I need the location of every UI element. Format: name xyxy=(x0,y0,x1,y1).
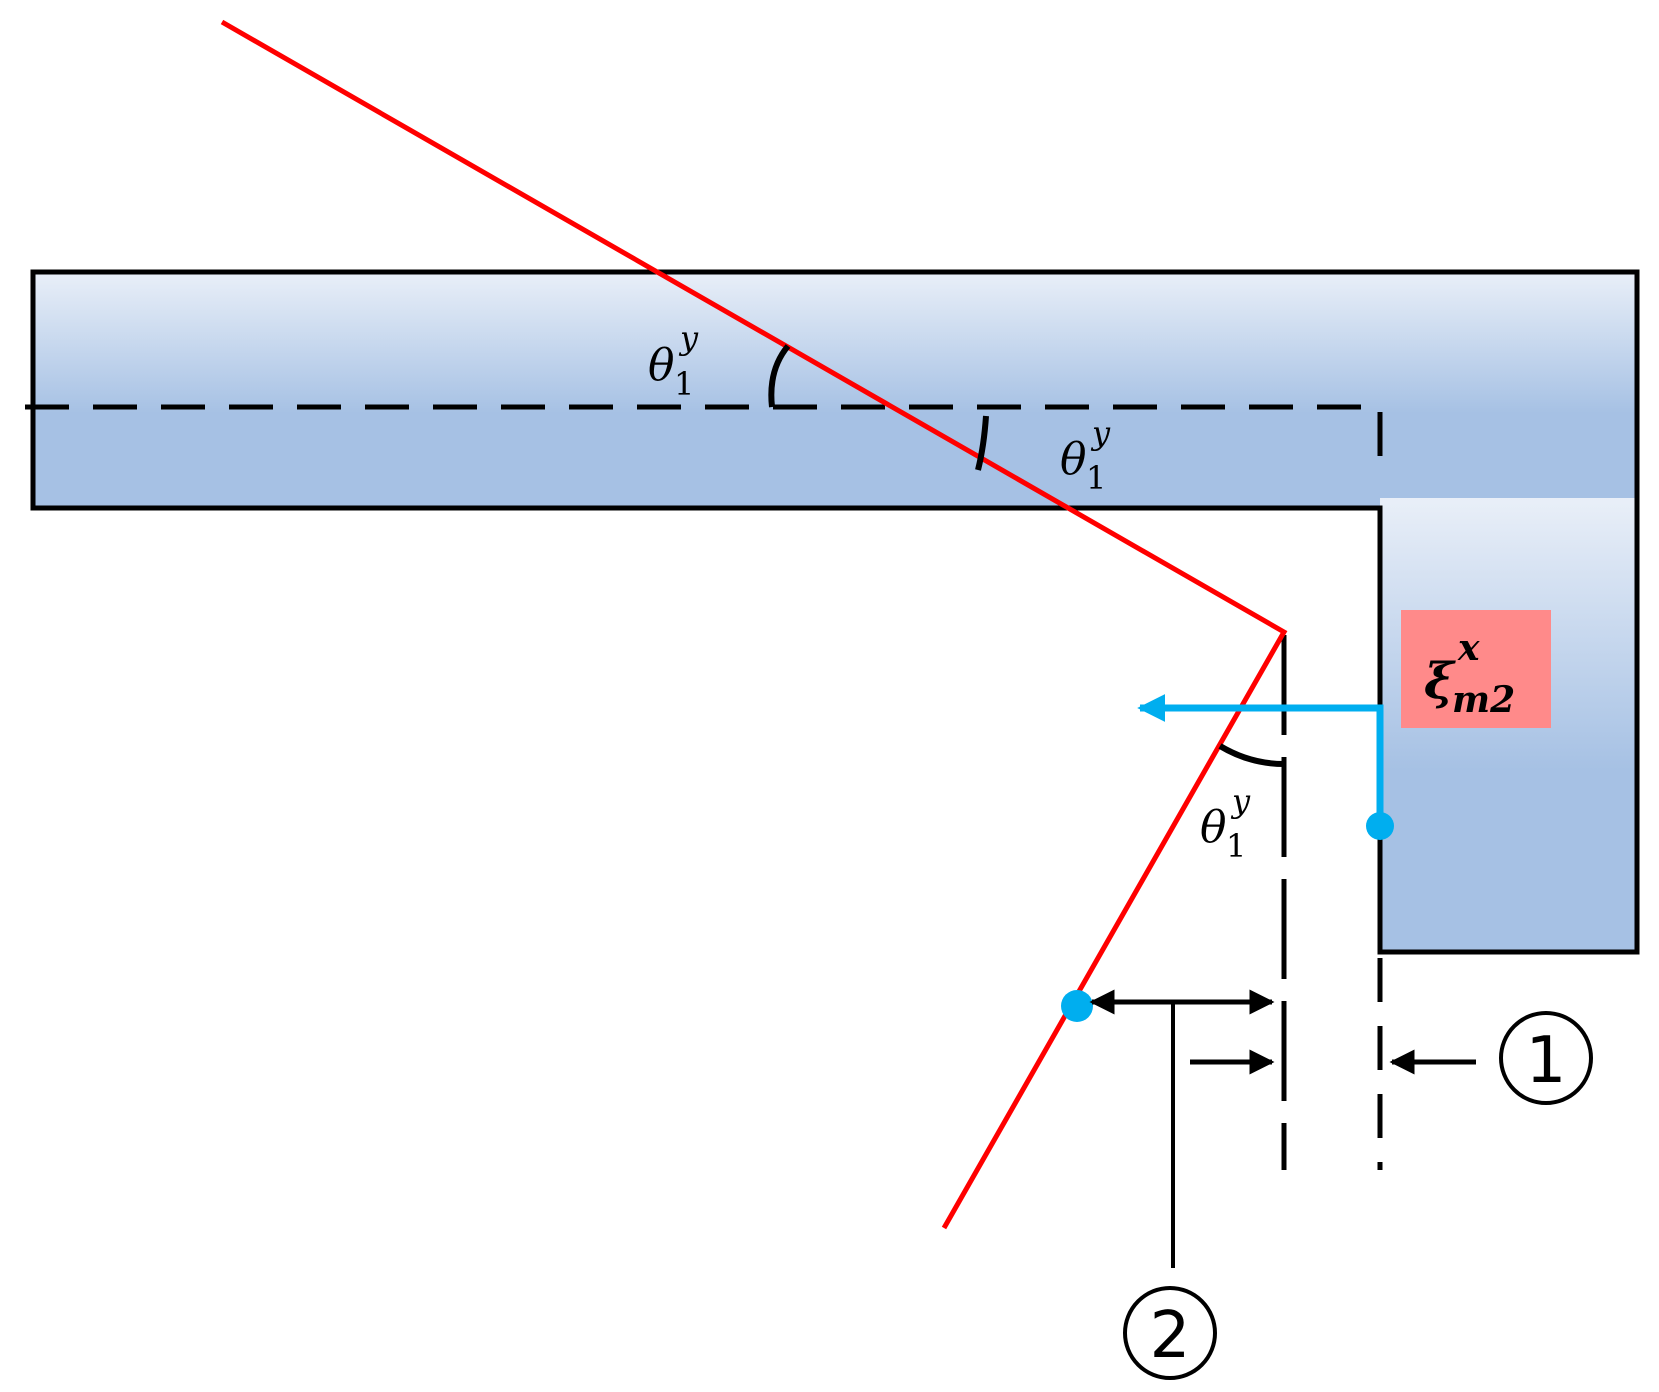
svg-text:x: x xyxy=(1457,627,1480,669)
svg-text:y: y xyxy=(678,319,699,357)
angle-arc-middle xyxy=(975,415,989,471)
displacement-path xyxy=(1137,694,1384,826)
theta-label-1: θ 1 y xyxy=(648,319,699,403)
circled-marker-2: 2 xyxy=(1123,1286,1217,1380)
svg-text:1: 1 xyxy=(1086,459,1106,497)
svg-text:θ: θ xyxy=(648,340,675,391)
xi-label-box xyxy=(1401,610,1551,728)
theta-label-2: θ 1 y xyxy=(1060,414,1111,497)
svg-text:θ: θ xyxy=(1060,434,1087,485)
svg-text:y: y xyxy=(1230,782,1251,820)
circled-marker-1: 1 xyxy=(1499,1011,1593,1105)
centerline-dashed xyxy=(25,404,1383,480)
node-point-deformed xyxy=(1061,990,1093,1022)
svg-text:1: 1 xyxy=(674,365,694,403)
beam-fill xyxy=(33,272,1637,508)
svg-text:y: y xyxy=(1090,414,1111,452)
svg-text:1: 1 xyxy=(1226,827,1246,865)
member-outline xyxy=(30,269,1640,955)
deformed-shape-line xyxy=(220,19,1288,1230)
theta-label-3: θ 1 y xyxy=(1200,782,1251,865)
svg-text:1: 1 xyxy=(1526,1024,1567,1098)
node-point-column xyxy=(1366,812,1394,840)
svg-text:θ: θ xyxy=(1200,802,1227,853)
angle-arc-upper xyxy=(768,344,791,408)
xi-label: ξ m2 x xyxy=(1424,627,1515,721)
svg-text:ξ: ξ xyxy=(1424,651,1456,710)
angle-arc-lower xyxy=(1218,743,1285,767)
svg-text:m2: m2 xyxy=(1452,679,1515,721)
svg-text:2: 2 xyxy=(1150,1299,1191,1373)
